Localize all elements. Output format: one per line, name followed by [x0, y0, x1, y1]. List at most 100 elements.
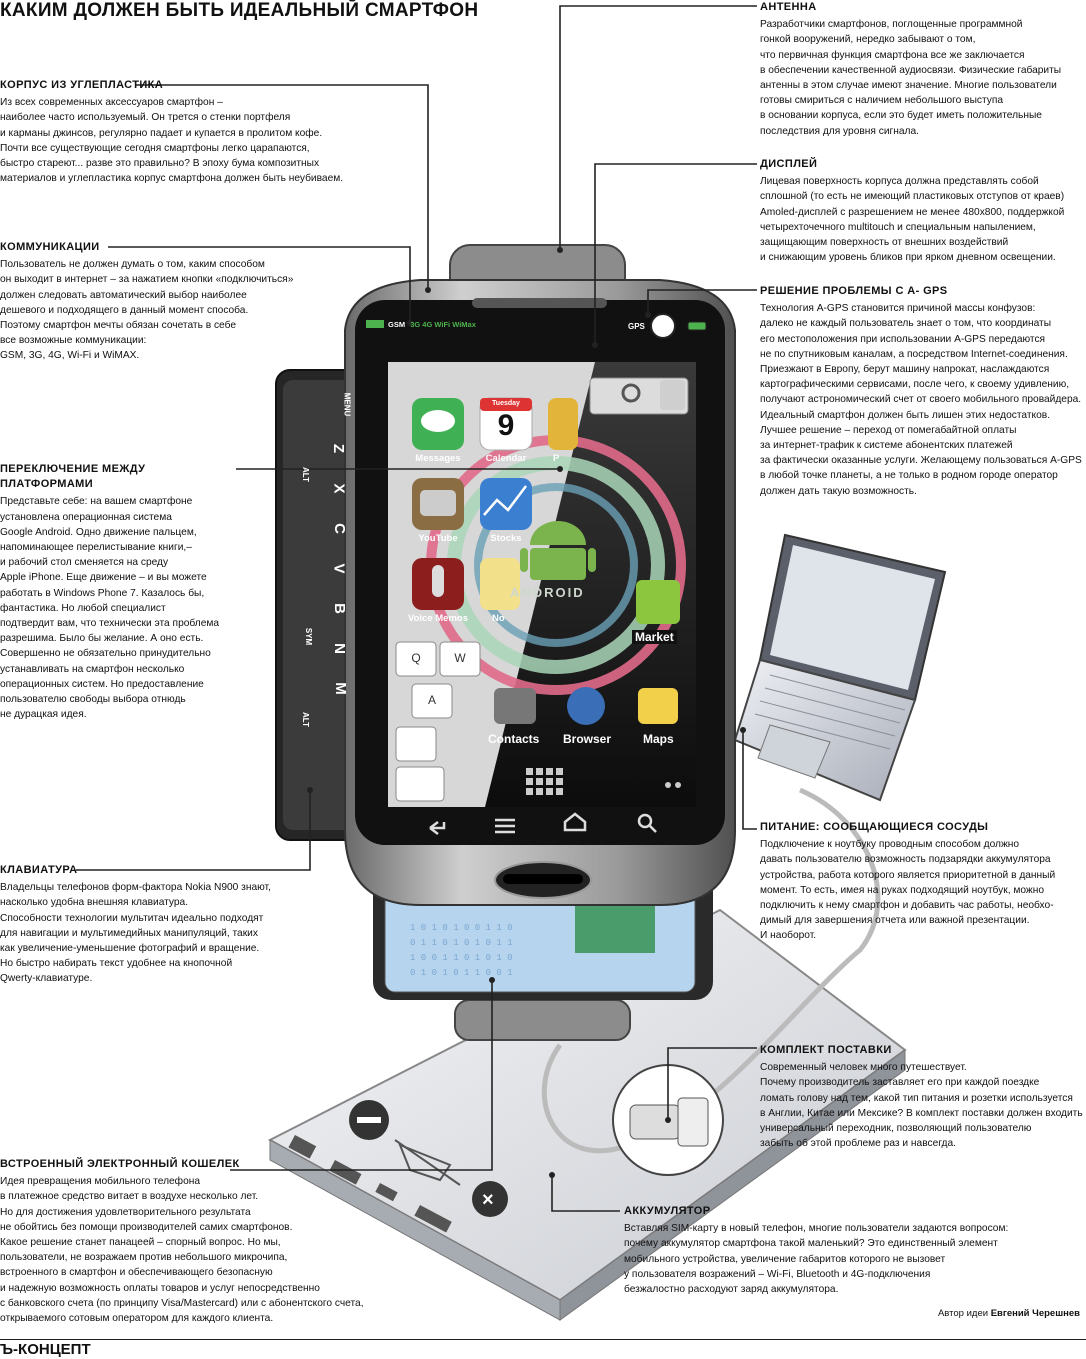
section-heading: КОРПУС ИЗ УГЛЕПЛАСТИКА — [0, 79, 164, 91]
author-name: Евгений Черешнев — [990, 1308, 1080, 1319]
app-label-calendar[interactable]: Calendar — [485, 453, 527, 464]
section-line: и снижающим уровень бликов при ярком дне… — [760, 252, 1056, 264]
section-line: картографическими сервисами, после чего,… — [760, 379, 1070, 391]
section-line: за фактически оказанные услуги. Желающем… — [760, 455, 1082, 467]
author-credit: Автор идеи Евгений Черешнев — [938, 1308, 1080, 1319]
section-line: подтвердит вам, что технически эта пробл… — [0, 618, 220, 630]
battery-illustration: × — [267, 908, 907, 1321]
section-line: Из всех современных аксессуаров смартфон… — [0, 97, 223, 109]
section-line: в обеспечении качественной аудиосвязи. Ф… — [760, 64, 1062, 76]
section-heading: КОМПЛЕКТ ПОСТАВКИ — [760, 1044, 892, 1056]
section-battery: АККУМУЛЯТОР Вставляя SIM-карту в новый те… — [624, 1204, 1024, 1297]
app-label-notes[interactable]: No — [492, 613, 505, 624]
section-line: в основании корпуса, если это будет имет… — [760, 110, 1042, 122]
section-line: Qwerty-клавиатуре. — [0, 973, 93, 985]
section-line: Apple iPhone. Еще движение – и вы можете — [0, 572, 207, 584]
qwerty-key-sym[interactable]: SYM — [304, 627, 314, 646]
section-line: подключить к нему смартфон и добавить ча… — [760, 900, 1054, 912]
app-label-contacts[interactable]: Contacts — [488, 732, 540, 746]
section-heading: ПЕРЕКЛЮЧЕНИЕ МЕЖДУ ПЛАТФОРМАМИ — [0, 463, 146, 491]
section-line: Вставляя SIM-карту в новый телефон, мног… — [624, 1223, 1009, 1235]
calendar-day: Tuesday — [492, 400, 520, 407]
section-line: пользователи, не возражаем против неболь… — [0, 1252, 288, 1264]
qwerty-key-v[interactable]: V — [330, 563, 348, 574]
section-line: Современный человек много путешествует. — [760, 1062, 967, 1074]
market-icon — [636, 580, 680, 624]
laptop-illustration — [733, 533, 947, 802]
section-line: Пользователь не должен думать о том, как… — [0, 259, 265, 271]
section-line: насколько удобна внешняя клавиатура. — [0, 897, 189, 909]
app-label-browser[interactable]: Browser — [563, 732, 612, 746]
section-line: за интернет-трафик к системе абонентских… — [760, 440, 1013, 452]
qwerty-key-z[interactable]: Z — [330, 443, 348, 454]
section-line: не дурацкая идея. — [0, 709, 87, 721]
qwerty-key-b[interactable]: B — [330, 603, 348, 614]
section-line: не по спутниковым каналам, а посредством… — [760, 348, 1068, 360]
section-heading: АККУМУЛЯТОР — [624, 1205, 711, 1217]
section-line: Технология A-GPS становится причиной мас… — [760, 303, 1036, 315]
qwerty-key-c[interactable]: C — [330, 523, 348, 534]
qwerty-key-m[interactable]: M — [331, 682, 349, 695]
key-a[interactable]: A — [427, 693, 436, 707]
section-line: Поэтому смартфон мечты обязан сочетать в… — [0, 320, 236, 332]
app-label-messages[interactable]: Messages — [415, 453, 461, 464]
qwerty-key-alt-1[interactable]: ALT — [300, 467, 310, 482]
phone-body — [344, 279, 736, 906]
key-q[interactable]: Q — [411, 651, 421, 665]
section-line: как увеличение-уменьшение фотографий и в… — [0, 943, 260, 955]
section-line: Владельцы телефонов форм-фактора Nokia N… — [0, 882, 271, 894]
section-line: Google Android. Одно движение пальцем, — [0, 526, 197, 538]
section-line: установлена операционная система — [0, 511, 172, 523]
section-line: в Англии, Китае или Мексике? В комплект … — [760, 1107, 1083, 1119]
section-corpus: КОРПУС ИЗ УГЛЕПЛАСТИКА Из всех современны… — [0, 78, 360, 186]
svg-text:0 1 0 1 0 1 1 0 0 1: 0 1 0 1 0 1 1 0 0 1 — [410, 968, 513, 978]
android-wordmark: ANDROID — [510, 585, 585, 600]
section-line: мобильного устройства, увеличение габари… — [624, 1253, 946, 1265]
app-label-voice-memos[interactable]: Voice Memos — [407, 613, 468, 624]
section-line: Лицевая поверхность корпуса должна предс… — [760, 176, 1039, 188]
key-w[interactable]: W — [454, 651, 466, 665]
footer-brand: Ъ-КОНЦЕПТ — [0, 1341, 91, 1358]
qwerty-key-x[interactable]: X — [330, 483, 348, 494]
svg-text:0 1 1 0 1 0 1 0 1 1: 0 1 1 0 1 0 1 0 1 1 — [410, 938, 513, 948]
app-label-photos[interactable]: P — [553, 453, 560, 464]
section-line: устанавливать на смартфон несколько — [0, 663, 185, 675]
section-line: димый для завершения отчета или важной п… — [760, 915, 1030, 927]
section-line: ломать голову над тем, какой тип питания… — [760, 1092, 1073, 1104]
section-line: Лучшее решение – переход от помегабайтно… — [760, 424, 1017, 436]
section-line: гонкой вооружений, нередко забывают о то… — [760, 34, 976, 46]
section-line: давать пользователю возможность подзаряд… — [760, 854, 1051, 866]
qwerty-key-menu[interactable]: MENU — [342, 392, 352, 417]
section-platforms: ПЕРЕКЛЮЧЕНИЕ МЕЖДУ ПЛАТФОРМАМИ Представьт… — [0, 462, 240, 722]
footer-divider — [0, 1339, 1086, 1340]
section-line: защищающим поверхность от внешних воздей… — [760, 237, 1009, 249]
section-line: работать в Windows Phone 7. Казалось бы, — [0, 587, 205, 599]
app-label-youtube[interactable]: YouTube — [418, 533, 458, 544]
app-label-stocks[interactable]: Stocks — [490, 533, 522, 544]
qwerty-key-n[interactable]: N — [330, 643, 348, 654]
section-line: встроенного в смартфон и обеспечивающего… — [0, 1267, 273, 1279]
section-line: Какое решение станет панацеей – спорный … — [0, 1237, 281, 1249]
section-line: Представьте себе: на вашем смартфоне — [0, 496, 193, 508]
section-line: для навигации и мультимедийных манипуляц… — [0, 927, 258, 939]
qwerty-key-alt-2[interactable]: ALT — [300, 712, 310, 727]
stocks-icon — [480, 478, 532, 530]
svg-text:1 0 1 0 1 0 0 1 1 0: 1 0 1 0 1 0 0 1 1 0 — [410, 923, 513, 933]
section-line: Amoled-дисплей с разрешением не менее 48… — [760, 206, 1065, 218]
browser-icon — [567, 687, 605, 725]
section-line: момент. То есть, имея на руках подходящи… — [760, 884, 1045, 896]
app-label-maps[interactable]: Maps — [643, 732, 674, 746]
page-title: КАКИМ ДОЛЖЕН БЫТЬ ИДЕАЛЬНЫЙ СМАРТФОН — [0, 0, 479, 21]
section-line: быстро стареют... разве это правильно? В… — [0, 158, 320, 170]
maps-icon — [638, 688, 678, 724]
section-line: в платежное средство витает в воздухе не… — [0, 1191, 259, 1203]
app-label-market[interactable]: Market — [632, 630, 677, 644]
section-line: и рабочий стол сменяется на среду — [0, 557, 169, 569]
section-line: Подключение к ноутбуку проводным способо… — [760, 839, 1020, 851]
